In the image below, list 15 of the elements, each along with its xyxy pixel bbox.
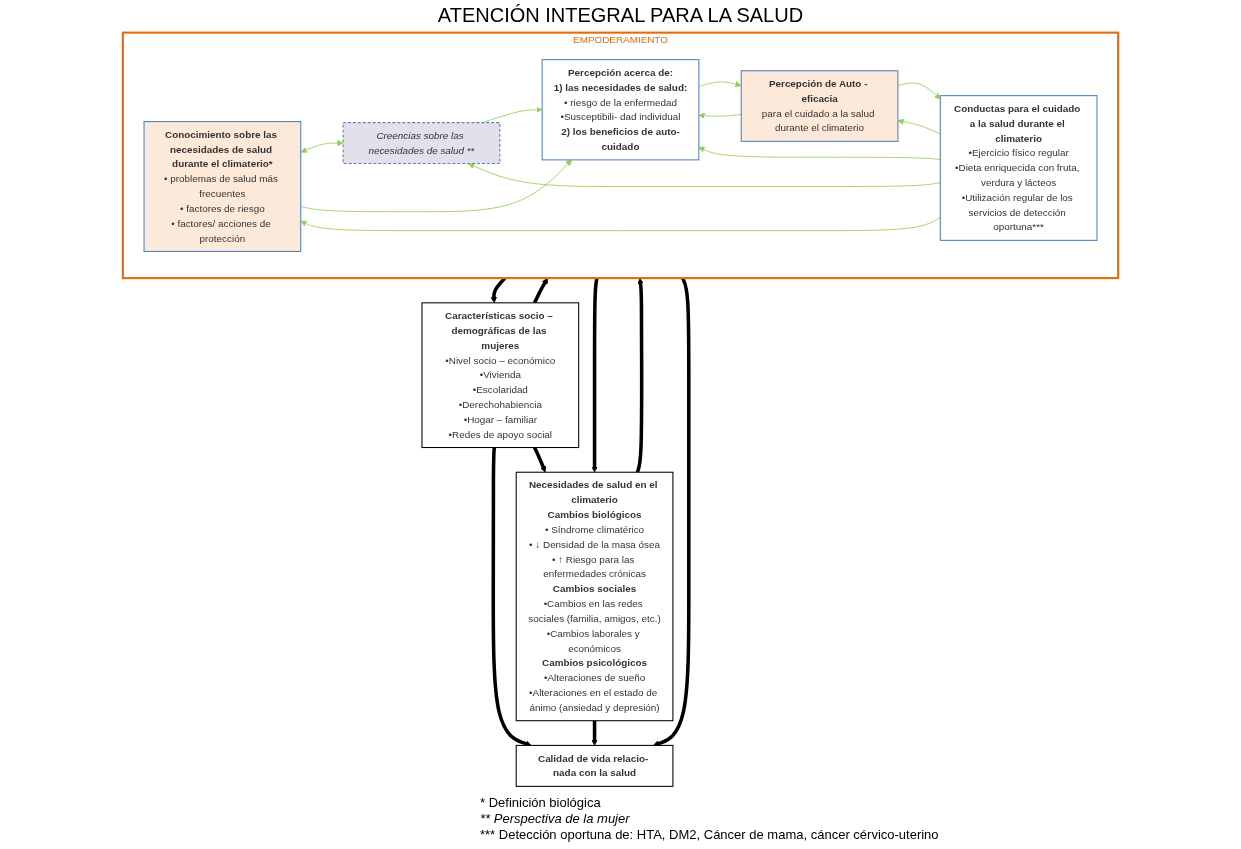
node-box: Percepción acerca de: 1) las necesidades de salud: • riesgo de la enfermedad •Susceptibili- dad individual 2) los beneficios de auto-cuidado bbox=[541, 59, 700, 161]
node-box: Características socio – demográficas de las mujeres •Nivel socio – económico •Vivienda •Escolaridad •Derechohabiencia •Hogar – familiar •Redes de apoyo social bbox=[421, 302, 580, 449]
arrow bbox=[532, 446, 547, 473]
arrow bbox=[491, 447, 532, 747]
node-box: Conocimiento sobre las necesidades de salud durante el climaterio* • problemas de salud más frecuentes • factores de riesgo • factores/ acciones de protección bbox=[143, 121, 302, 252]
arrow bbox=[591, 720, 598, 746]
region-heading: ATENCIÓN INTEGRAL PARA LA SALUD bbox=[436, 4, 805, 27]
footnote: ** Perspectiva de la mujer bbox=[480, 811, 631, 826]
node-box: Calidad de vida relacio- nada con la salud bbox=[515, 744, 674, 787]
node-box: Percepción de Auto - eficacia para el cuidado a la salud durante el climaterio bbox=[740, 70, 899, 142]
footnote: * Definición biológica bbox=[480, 795, 602, 810]
footnote: *** Detección oportuna de: HTA, DM2, Cáncer de mama, cáncer cérvico-uterino bbox=[480, 827, 940, 842]
node-box: Necesidades de salud en el climaterio Cambios biológicos • Síndrome climatérico • ↓ Densidad de la masa ósea • ↑ Riesgo para las enfermedades crónicas Cambios sociales •Cambios en las redes sociales (familia, amigos, etc.) •Cambios laborales y económicos Cambios psicológicos •Alteraciones de sueño •Alteraciones en el estado de ánimo (ansiedad y depresión) bbox=[515, 471, 674, 722]
node-box: Conductas para el cuidado a la salud durante el climaterio •Ejercicio físico regular •Dieta enriquecida con fruta, verdura y lácteos •Utilización regular de los servicios de detección oportuna*** bbox=[939, 95, 1098, 241]
node-box: Creencias sobre las necesidades de salud ** bbox=[342, 122, 501, 165]
